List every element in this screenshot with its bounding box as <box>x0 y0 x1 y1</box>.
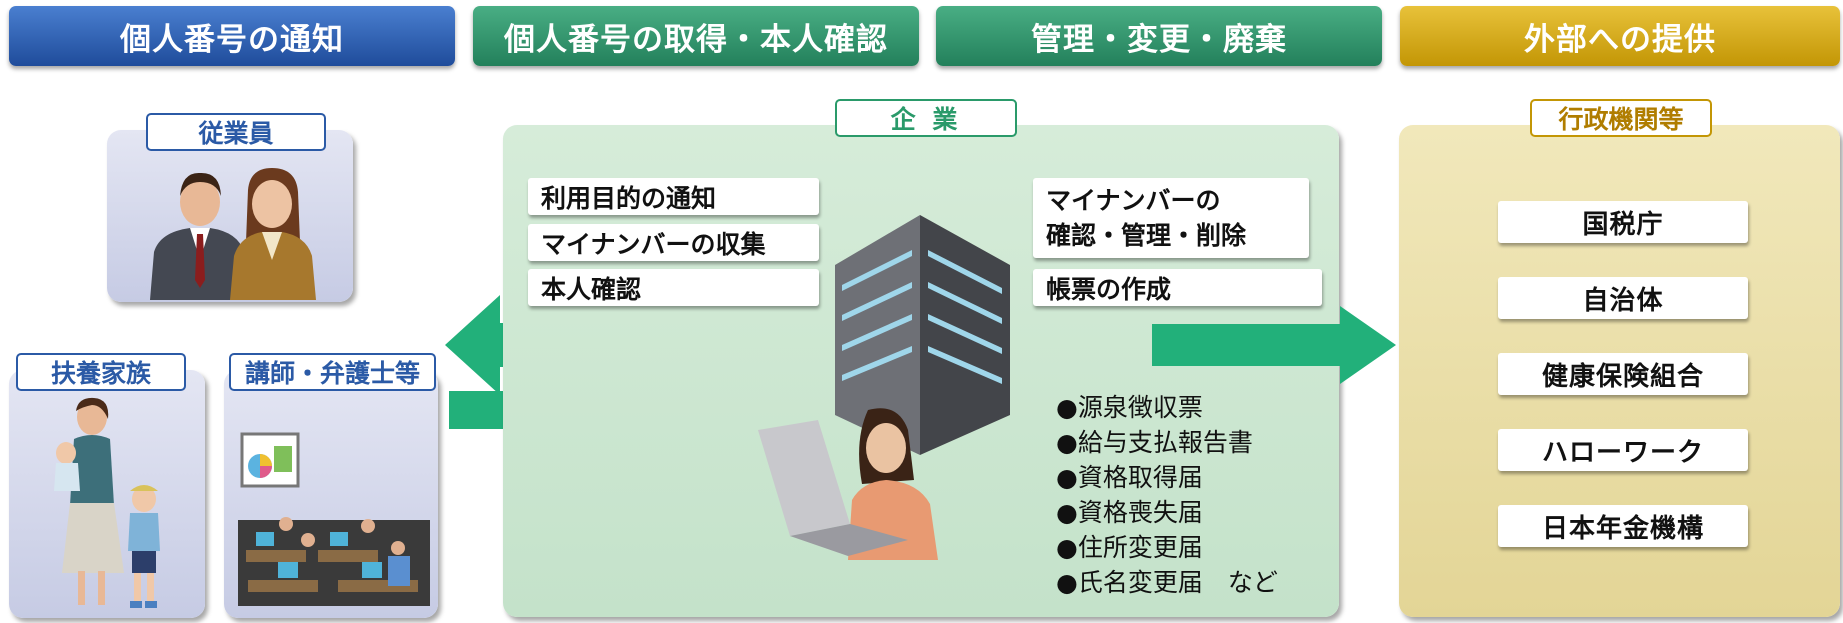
agency-municipality: 自治体 <box>1498 277 1748 319</box>
document-item: ●資格取得届 <box>1056 463 1203 492</box>
lecturers-label: 講師・弁護士等 <box>229 353 436 391</box>
task-manage-line2: 確認・管理・削除 <box>1046 221 1247 250</box>
agency-hello-work: ハローワーク <box>1498 429 1748 471</box>
task-notify-purpose: 利用目的の通知 <box>528 178 819 215</box>
office-building-illustration <box>835 215 1010 455</box>
header-management: 管理・変更・廃棄 <box>936 6 1382 66</box>
document-item: ●給与支払報告書 <box>1056 428 1253 457</box>
task-manage-number: マイナンバーの 確認・管理・削除 <box>1033 178 1309 258</box>
seminar-illustration <box>238 432 430 606</box>
dependents-label: 扶養家族 <box>16 353 186 391</box>
arrow-to-agencies <box>1152 306 1396 384</box>
header-provision: 外部への提供 <box>1400 6 1840 66</box>
agency-pension-service: 日本年金機構 <box>1498 505 1748 547</box>
document-item: ●源泉徴収票 <box>1056 393 1203 422</box>
task-manage-line1: マイナンバーの <box>1046 186 1221 215</box>
task-identity-check: 本人確認 <box>528 269 819 306</box>
document-item: ●住所変更届 <box>1056 533 1203 562</box>
document-list: ●源泉徴収票 ●給与支払報告書 ●資格取得届 ●資格喪失届 ●住所変更届 ●氏名… <box>1056 390 1278 600</box>
agency-national-tax: 国税庁 <box>1498 201 1748 243</box>
header-notification: 個人番号の通知 <box>9 6 455 66</box>
task-collect-number: マイナンバーの収集 <box>528 224 819 261</box>
employees-illustration <box>150 168 316 300</box>
laptop-worker-illustration <box>758 408 938 560</box>
task-create-forms: 帳票の作成 <box>1033 269 1322 306</box>
company-label: 企 業 <box>835 99 1017 137</box>
header-acquisition: 個人番号の取得・本人確認 <box>473 6 919 66</box>
document-item: ●氏名変更届 など <box>1056 568 1278 597</box>
agency-health-insurance: 健康保険組合 <box>1498 353 1748 395</box>
family-illustration <box>54 397 160 608</box>
document-item: ●資格喪失届 <box>1056 498 1203 527</box>
employees-label: 従業員 <box>146 113 326 151</box>
agencies-label: 行政機関等 <box>1530 99 1712 137</box>
